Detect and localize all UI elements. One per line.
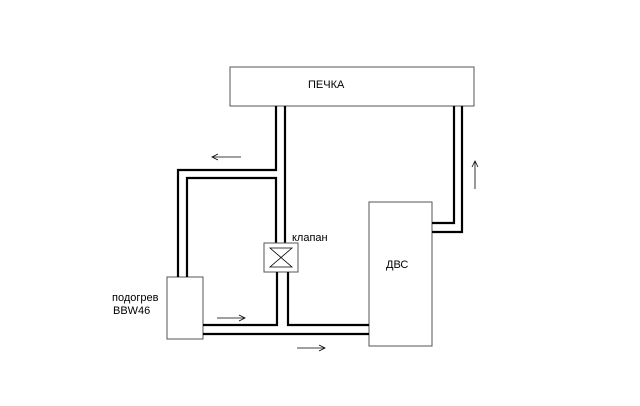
heater-box [229, 66, 475, 107]
arrow-left-icon [211, 153, 241, 161]
engine-label: ДВС [386, 259, 408, 271]
pipe-heater-to-preheater-outer [176, 106, 278, 277]
pipe-valve-to-preheater [203, 272, 279, 327]
pipe-engine-to-heater-inner [432, 106, 456, 225]
valve-label: клапан [292, 232, 328, 244]
arrow-up-icon [471, 160, 479, 189]
engine-box [368, 201, 433, 347]
pipe-valve-loop [185, 176, 278, 277]
arrow-right-icon [217, 314, 246, 322]
pipe-valve-to-engine [286, 272, 369, 327]
pipe-engine-to-heater-outer [432, 106, 464, 234]
heater-label: ПЕЧКА [308, 79, 345, 91]
arrow-right-icon [297, 344, 326, 352]
preheater-label-line1: подогрев [112, 292, 159, 304]
valve-icon [263, 242, 299, 273]
preheater-box [166, 276, 204, 340]
preheater-label-line2: BBW46 [113, 305, 150, 317]
